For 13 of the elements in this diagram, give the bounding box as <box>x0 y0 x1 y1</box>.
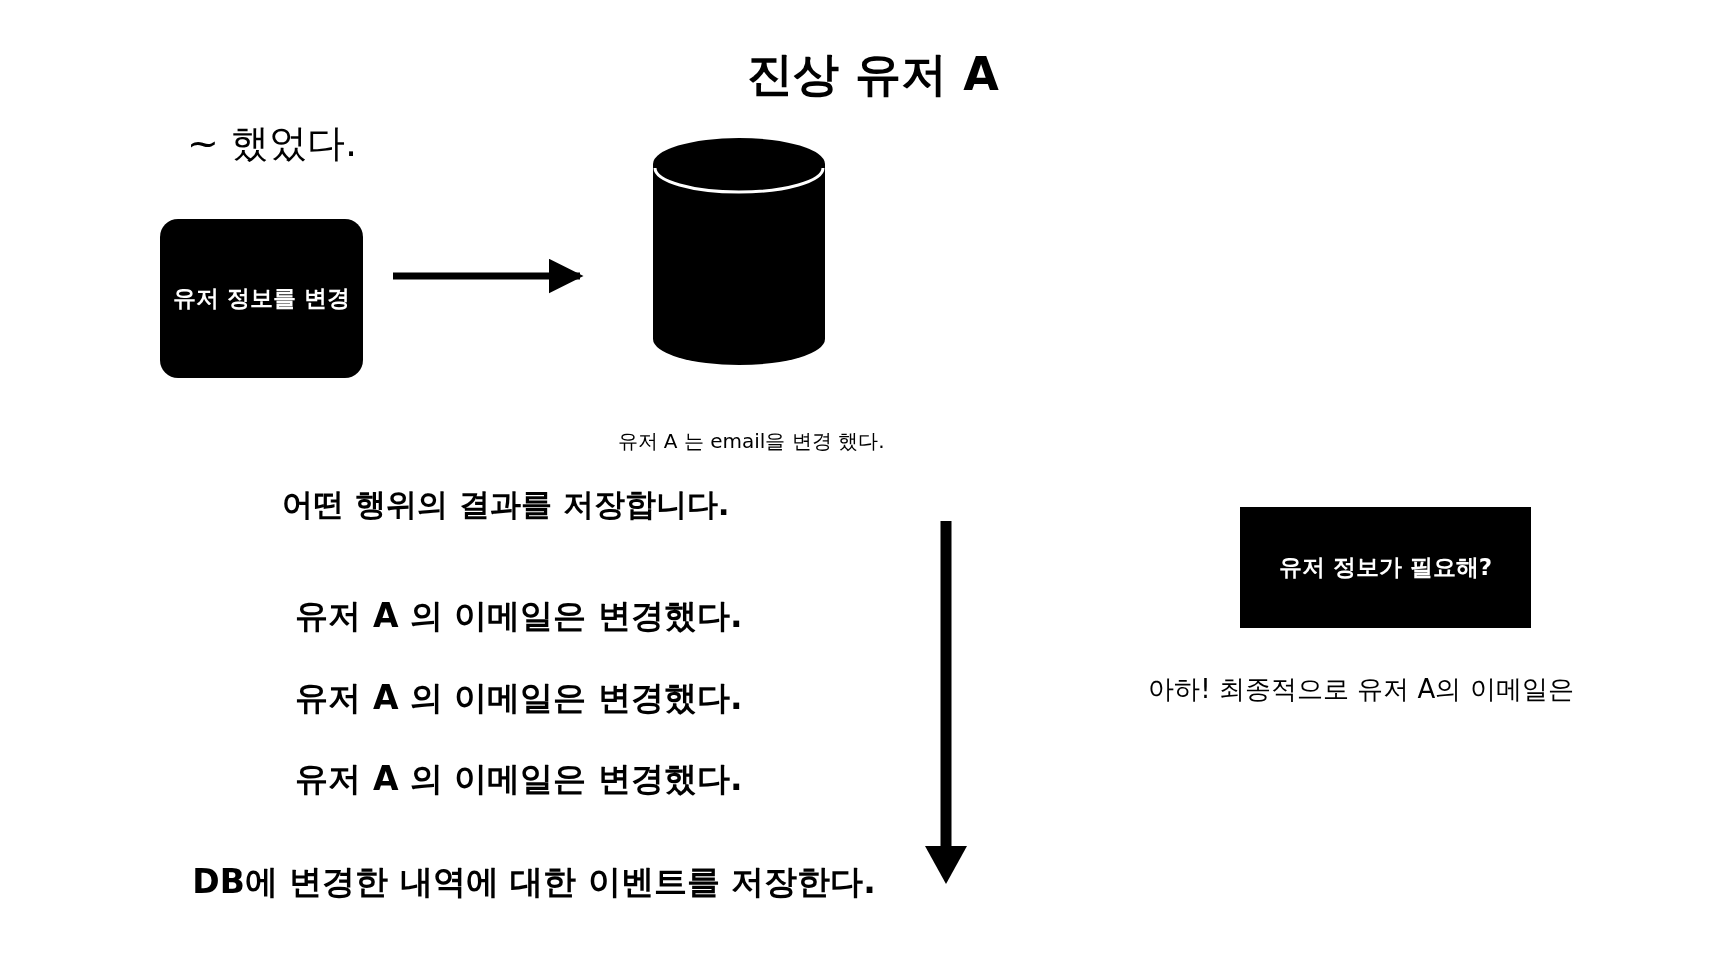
node-label: 유저 A 는 email을 변경 했다. <box>617 428 885 455</box>
description-text: DB에 변경한 내역에 대한 이벤트를 저장한다. <box>192 861 876 903</box>
conclusion-text: 아하! 최종적으로 유저 A의 이메일은 <box>1148 673 1574 706</box>
event-text: 유저 A 의 이메일은 변경했다. <box>295 595 743 637</box>
title: 진상 유저 A <box>747 46 999 103</box>
process-box <box>1240 507 1531 628</box>
process-box <box>160 219 363 378</box>
event-text: 유저 A 의 이메일은 변경했다. <box>295 758 743 800</box>
box-label: 유저 정보를 변경 <box>173 284 350 313</box>
note-text: ~ 했었다. <box>187 120 357 167</box>
event-text: 유저 A 의 이메일은 변경했다. <box>295 677 743 719</box>
description-text: 어떤 행위의 결과를 저장합니다. <box>282 485 730 524</box>
box-label: 유저 정보가 필요해? <box>1278 553 1493 582</box>
